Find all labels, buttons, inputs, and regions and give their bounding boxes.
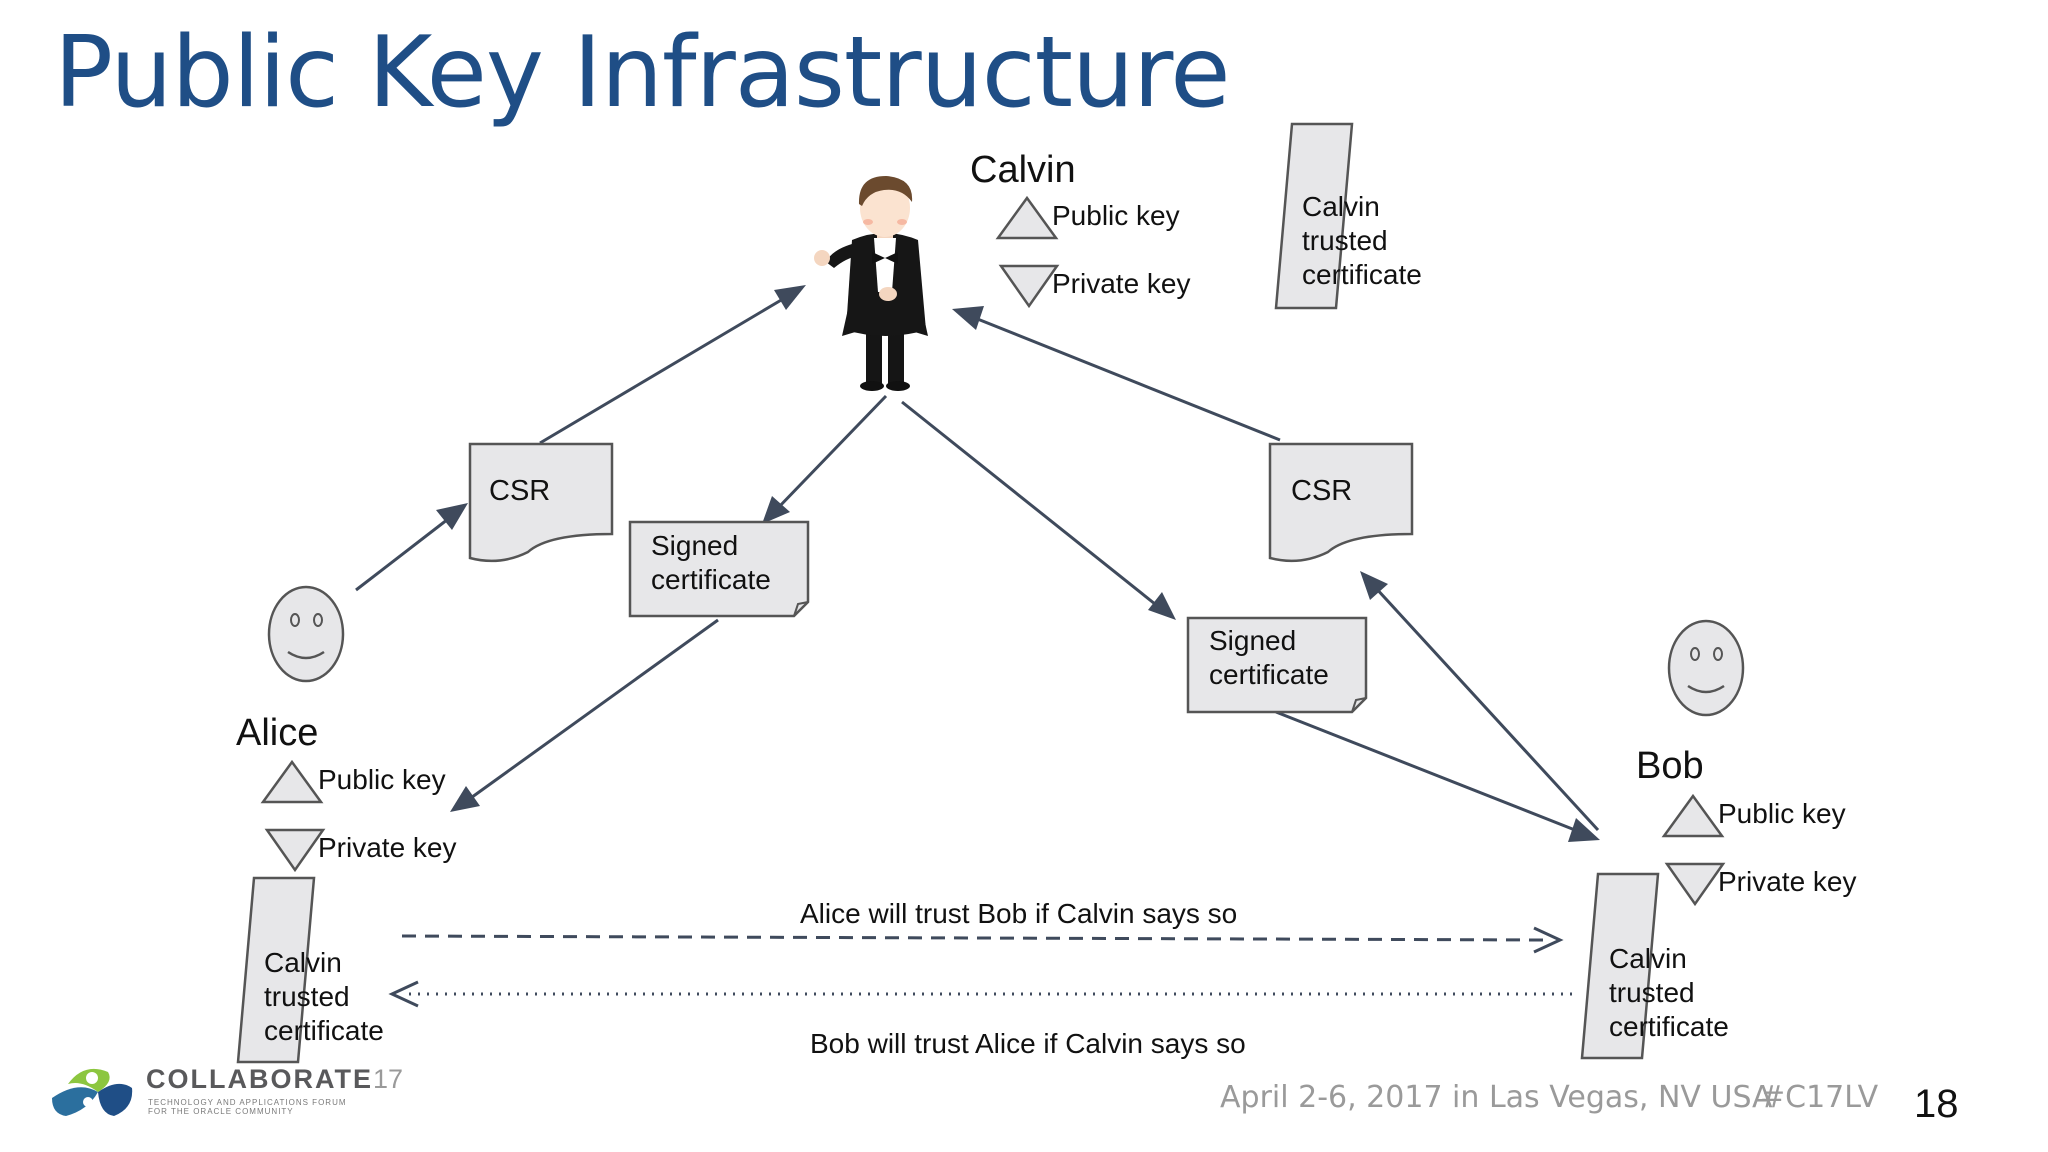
trusted-cert-line1: Calvin xyxy=(1302,191,1380,222)
trust-arrow-bob-to-alice xyxy=(388,980,1572,1008)
private-key-icon xyxy=(1664,862,1726,907)
footer-event: April 2-6, 2017 in Las Vegas, NV USA xyxy=(1220,1080,1773,1115)
bob-name: Bob xyxy=(1636,745,1704,787)
public-key-icon xyxy=(1661,793,1725,838)
trusted-certificate-alice: Calvin trusted certificate xyxy=(236,876,384,1064)
csr-document-left: CSR xyxy=(468,442,614,563)
arrow-csr-right-to-calvin xyxy=(952,306,1281,442)
trust-note-alice-bob: Alice will trust Bob if Calvin says so xyxy=(800,898,1237,929)
alice-private-key-label: Private key xyxy=(318,832,457,863)
trusted-certificate-calvin: Calvin trusted certificate xyxy=(1274,122,1422,310)
alice-name: Alice xyxy=(236,712,318,754)
trusted-cert-line1: Calvin xyxy=(264,947,342,978)
bob-face-icon xyxy=(1667,619,1745,717)
trusted-cert-line3: certificate xyxy=(1609,1011,1729,1042)
signed-certificate-left: Signed certificate xyxy=(628,520,810,618)
signed-label-line1: Signed xyxy=(651,530,738,561)
arrow-calvin-to-signed-right xyxy=(901,400,1176,620)
collaborate-wordmark: COLLABORATE17 xyxy=(146,1064,404,1094)
arrow-signed-to-alice xyxy=(450,618,719,812)
calvin-figure xyxy=(814,176,928,391)
trusted-cert-line2: trusted xyxy=(264,981,350,1012)
arrow-csr-to-calvin xyxy=(539,285,806,445)
signed-label-line1: Signed xyxy=(1209,625,1296,656)
private-key-icon xyxy=(264,828,326,873)
trusted-certificate-bob: Calvin trusted certificate xyxy=(1580,872,1729,1060)
bob-keys: Bob Public key Private key xyxy=(1636,745,1857,907)
arrow-alice-to-csr xyxy=(355,503,468,592)
private-key-icon xyxy=(998,264,1060,309)
footer-hashtag: #C17LV xyxy=(1760,1080,1879,1115)
flow-arrows xyxy=(355,285,1600,842)
public-key-icon xyxy=(995,195,1059,240)
trusted-cert-line3: certificate xyxy=(1302,259,1422,290)
slide-title: Public Key Infrastructure xyxy=(54,16,1231,130)
trust-arrow-alice-to-bob xyxy=(401,926,1564,954)
collaborate-logo: COLLABORATE17 TECHNOLOGY AND APPLICATION… xyxy=(48,1058,428,1122)
signed-label-line2: certificate xyxy=(651,564,771,595)
csr-document-right: CSR xyxy=(1268,442,1414,563)
csr-label: CSR xyxy=(1291,475,1352,507)
alice-face-icon xyxy=(267,585,345,683)
page-number: 18 xyxy=(1914,1082,1959,1126)
collaborate-logo-icon xyxy=(52,1068,133,1116)
arrow-bob-to-csr xyxy=(1360,571,1600,832)
bob-public-key-label: Public key xyxy=(1718,798,1846,829)
public-key-icon xyxy=(260,759,324,804)
signed-certificate-right: Signed certificate xyxy=(1186,616,1368,714)
arrow-calvin-to-signed-left xyxy=(762,394,888,524)
alice-public-key-label: Public key xyxy=(318,764,446,795)
trusted-cert-line3: certificate xyxy=(264,1015,384,1046)
bob-private-key-label: Private key xyxy=(1718,866,1857,897)
trusted-cert-line1: Calvin xyxy=(1609,943,1687,974)
calvin-private-key-label: Private key xyxy=(1052,268,1191,299)
alice-keys: Alice Public key Private key xyxy=(236,712,457,873)
signed-label-line2: certificate xyxy=(1209,659,1329,690)
arrow-signed-to-bob xyxy=(1275,710,1600,842)
trusted-cert-line2: trusted xyxy=(1302,225,1388,256)
calvin-keys: Calvin Public key Private key xyxy=(970,149,1191,309)
trust-note-bob-alice: Bob will trust Alice if Calvin says so xyxy=(810,1028,1246,1059)
trusted-cert-line2: trusted xyxy=(1609,977,1695,1008)
csr-label: CSR xyxy=(489,475,550,507)
calvin-public-key-label: Public key xyxy=(1052,200,1180,231)
calvin-name: Calvin xyxy=(970,149,1076,191)
